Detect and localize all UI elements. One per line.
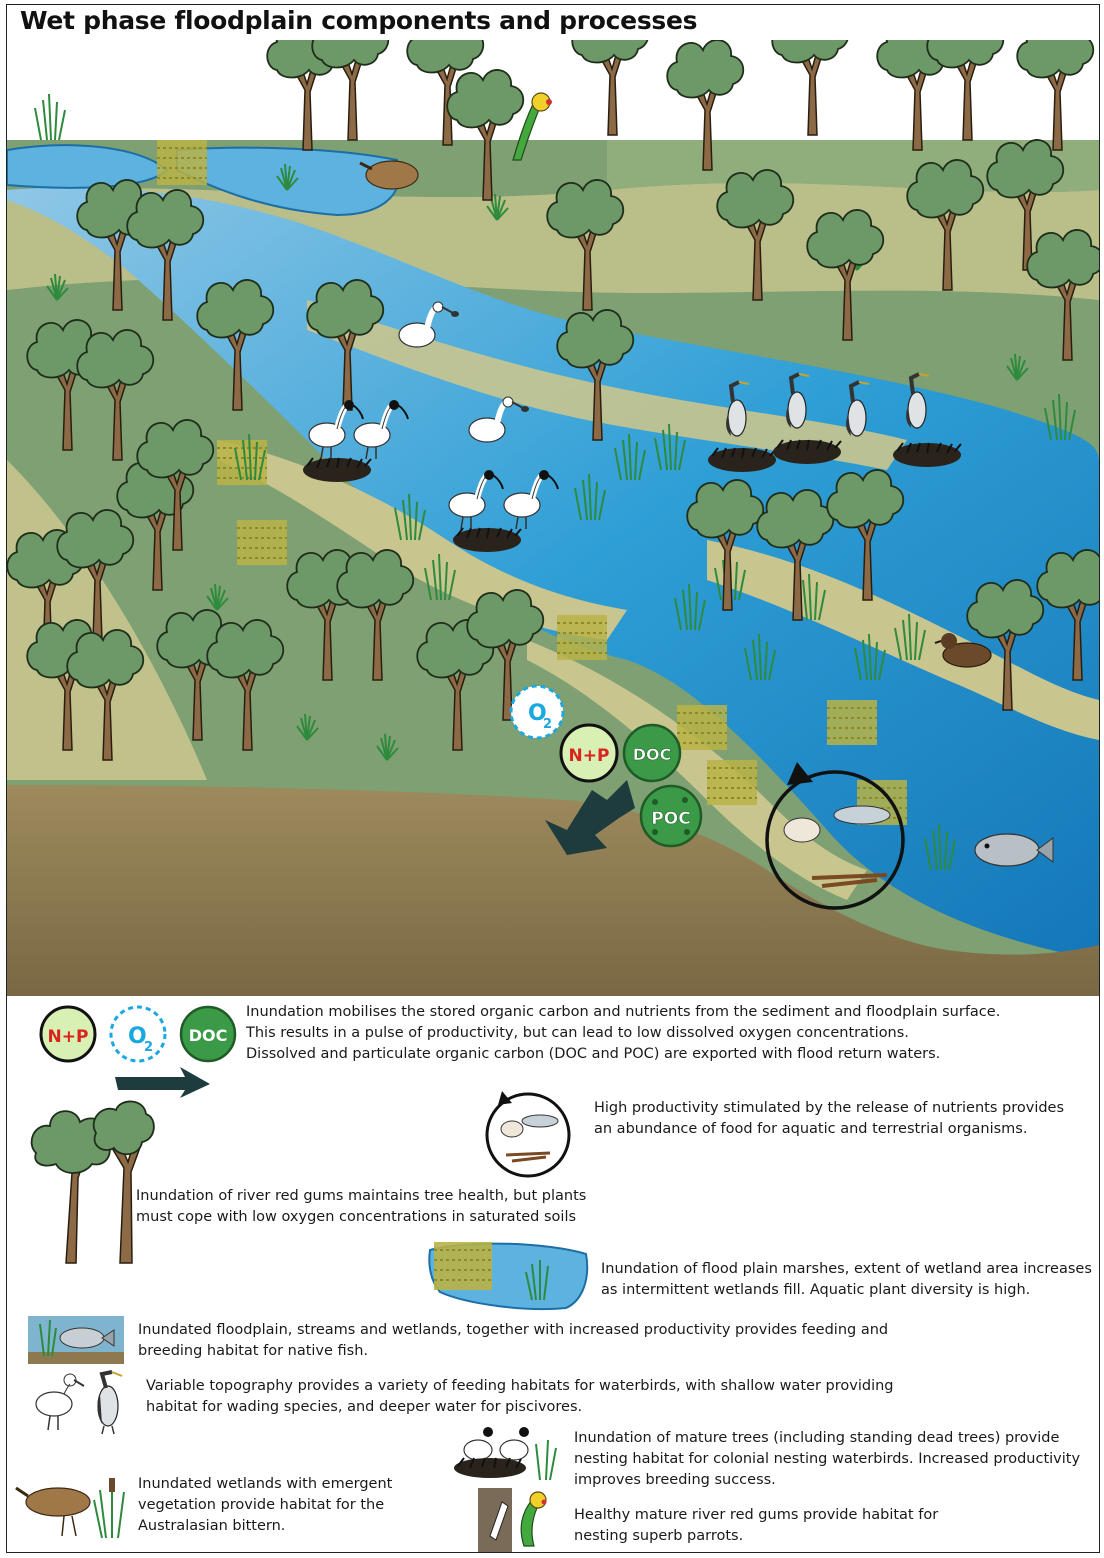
svg-text:2: 2: [543, 717, 552, 732]
bittern-icon: [15, 1478, 125, 1539]
caption-nutrients: Inundation mobilises the stored organic …: [246, 1004, 1001, 1062]
caption-fish: Inundated floodplain, streams and wetlan…: [138, 1322, 889, 1359]
o2-icon: O 2: [109, 1005, 167, 1063]
superb-parrot-icon: [478, 1488, 547, 1552]
svg-text:N+P: N+P: [48, 1027, 89, 1047]
caption-productivity: High productivity stimulated by the rele…: [594, 1100, 1065, 1137]
red-gum-trees-icon: [30, 1100, 155, 1264]
svg-text:2: 2: [144, 1040, 153, 1055]
poc-marker: POC: [639, 784, 703, 848]
svg-text:DOC: DOC: [633, 745, 672, 764]
nutrient-marker: N+P: [559, 723, 619, 783]
dissolved-oxygen-marker: O 2: [509, 684, 565, 740]
caption-parrots: Healthy mature river red gums provide ha…: [574, 1507, 939, 1544]
svg-text:O: O: [128, 1024, 147, 1049]
caption-red-gums: Inundation of river red gums maintains t…: [136, 1188, 587, 1225]
caption-colonial: Inundation of mature trees (including st…: [574, 1430, 1081, 1488]
export-arrow-icon: [115, 1067, 210, 1098]
svg-text:O: O: [528, 701, 547, 726]
native-fish-icon: [28, 1316, 124, 1364]
marsh-wetland-icon: [428, 1242, 589, 1311]
svg-text:POC: POC: [651, 809, 690, 829]
export-arrow: [545, 780, 635, 855]
colonial-nesting-icon: [454, 1427, 557, 1481]
figure-frame: [6, 4, 1100, 1553]
doc-marker: DOC: [622, 723, 682, 783]
productivity-cycle-icon: [485, 1091, 571, 1178]
caption-waterbirds: Variable topography provides a variety o…: [146, 1378, 894, 1415]
legend-nutrient-icons: N+P O 2 DOC: [39, 1005, 237, 1098]
figure-title: Wet phase floodplain components and proc…: [20, 6, 698, 35]
np-icon: N+P: [39, 1005, 97, 1063]
svg-text:DOC: DOC: [189, 1026, 228, 1045]
svg-text:N+P: N+P: [569, 746, 610, 766]
caption-bittern: Inundated wetlands with emergent vegetat…: [138, 1476, 393, 1534]
caption-marshes: Inundation of flood plain marshes, exten…: [601, 1261, 1092, 1298]
doc-icon: DOC: [179, 1005, 237, 1063]
productivity-cycle: [765, 762, 905, 910]
floodplain-scene: O 2 N+P DOC POC: [7, 40, 1099, 996]
waterbirds-icon: [35, 1370, 123, 1435]
